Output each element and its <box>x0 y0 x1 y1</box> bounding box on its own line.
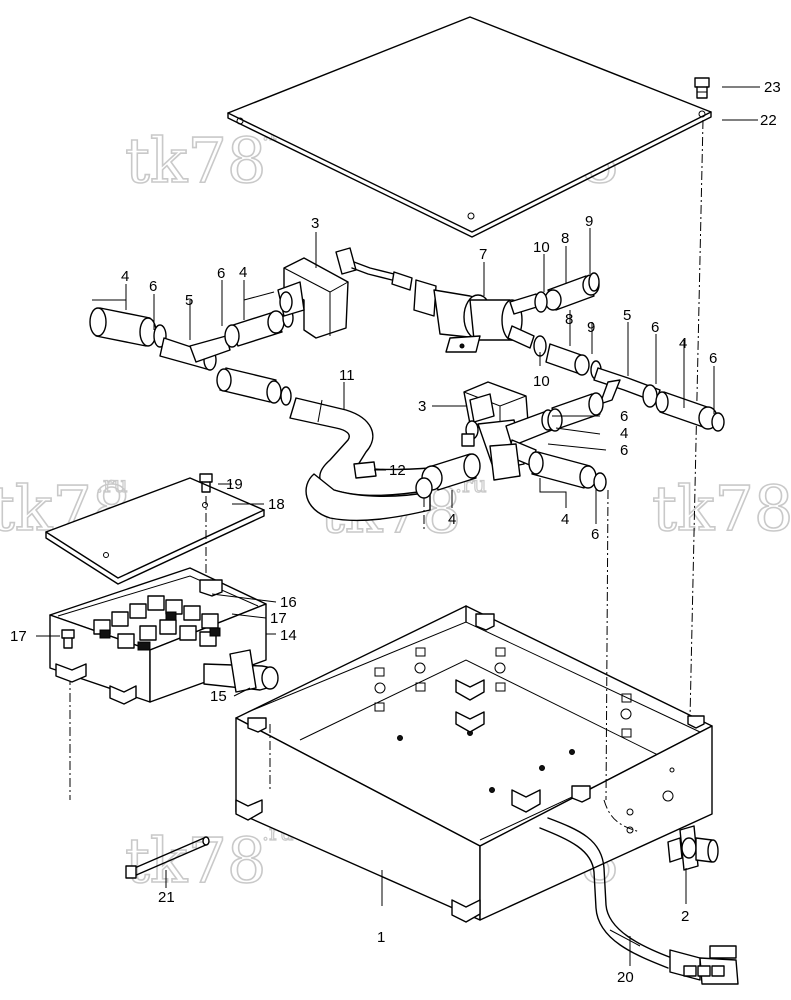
callout-19: 19 <box>226 476 243 493</box>
clamp-10 <box>534 291 548 313</box>
callout-8: 8 <box>565 311 573 328</box>
callout-6: 6 <box>620 442 628 459</box>
callout-2: 2 <box>681 908 689 925</box>
hose-4-lower <box>216 367 292 406</box>
hose-4-center-right-upper <box>547 392 604 432</box>
centerline <box>603 799 641 833</box>
hose-4-center <box>421 453 481 491</box>
wire-harness <box>539 817 739 985</box>
callout-16: 16 <box>280 594 297 611</box>
centerline <box>689 119 704 719</box>
motor-valve-3-left <box>277 257 349 339</box>
hose-4-left <box>89 307 167 348</box>
bolt-19 <box>199 473 213 493</box>
callout-22: 22 <box>760 112 777 129</box>
callout-7: 7 <box>479 246 487 263</box>
watermark: tk78 <box>125 824 266 897</box>
callout-4: 4 <box>679 335 687 352</box>
clamp-6 <box>415 477 433 499</box>
leader-lines <box>36 86 760 966</box>
callout-10: 10 <box>533 239 550 256</box>
hose-4-right <box>655 391 725 432</box>
callout-17: 17 <box>270 610 287 627</box>
hose-11 <box>289 397 431 522</box>
harness-15 <box>203 649 279 693</box>
callout-3: 3 <box>418 398 426 415</box>
callout-14: 14 <box>280 627 297 644</box>
callout-15: 15 <box>210 688 227 705</box>
pipe-5-left <box>159 335 231 371</box>
callout-6: 6 <box>620 408 628 425</box>
rod-21 <box>125 836 210 879</box>
watermark: tk78 <box>125 124 266 197</box>
bolt-17 <box>61 629 75 649</box>
callout-9: 9 <box>587 319 595 336</box>
pipe-5-right <box>593 367 661 408</box>
callout-6: 6 <box>149 278 157 295</box>
clamp-12 <box>353 461 377 479</box>
relay-box-cover <box>45 477 265 585</box>
callout-4: 4 <box>121 268 129 285</box>
clamp-9 <box>588 272 600 292</box>
callout-17: 17 <box>10 628 27 645</box>
watermark: tk78 <box>652 472 791 545</box>
water-valve <box>335 247 541 353</box>
bulkhead-connector <box>667 825 719 871</box>
relay-box <box>49 567 267 705</box>
callout-9: 9 <box>585 213 593 230</box>
callout-21: 21 <box>158 889 175 906</box>
callout-8: 8 <box>561 230 569 247</box>
callout-23: 23 <box>764 79 781 96</box>
callout-5: 5 <box>185 292 193 309</box>
callout-3: 3 <box>311 215 319 232</box>
callout-labels: 23 22 3 7 10 8 9 4 6 5 6 4 11 8 9 10 5 6… <box>10 79 781 986</box>
callout-20: 20 <box>617 969 634 986</box>
callout-12: 12 <box>389 462 406 479</box>
callout-1: 1 <box>377 929 385 946</box>
callout-5: 5 <box>623 307 631 324</box>
callout-6: 6 <box>217 265 225 282</box>
callout-6: 6 <box>591 526 599 543</box>
callout-4: 4 <box>239 264 247 281</box>
callout-6: 6 <box>651 319 659 336</box>
bolt-23 <box>694 77 710 99</box>
callout-11: 11 <box>339 367 355 384</box>
callout-18: 18 <box>268 496 285 513</box>
motor-valve-3-center <box>461 381 555 481</box>
callout-4: 4 <box>448 511 456 528</box>
callout-6: 6 <box>709 350 717 367</box>
bottom-tray <box>235 605 713 923</box>
hose-4-mid <box>224 308 294 348</box>
hose-4-center-right-lower <box>528 451 607 492</box>
callout-10: 10 <box>533 373 550 390</box>
hose-8-bottom <box>533 335 602 380</box>
callout-4: 4 <box>561 511 569 528</box>
watermark-suffix: .ru <box>96 473 128 498</box>
centerline <box>605 489 609 801</box>
callout-4: 4 <box>620 425 628 442</box>
top-cover-plate <box>227 16 712 238</box>
